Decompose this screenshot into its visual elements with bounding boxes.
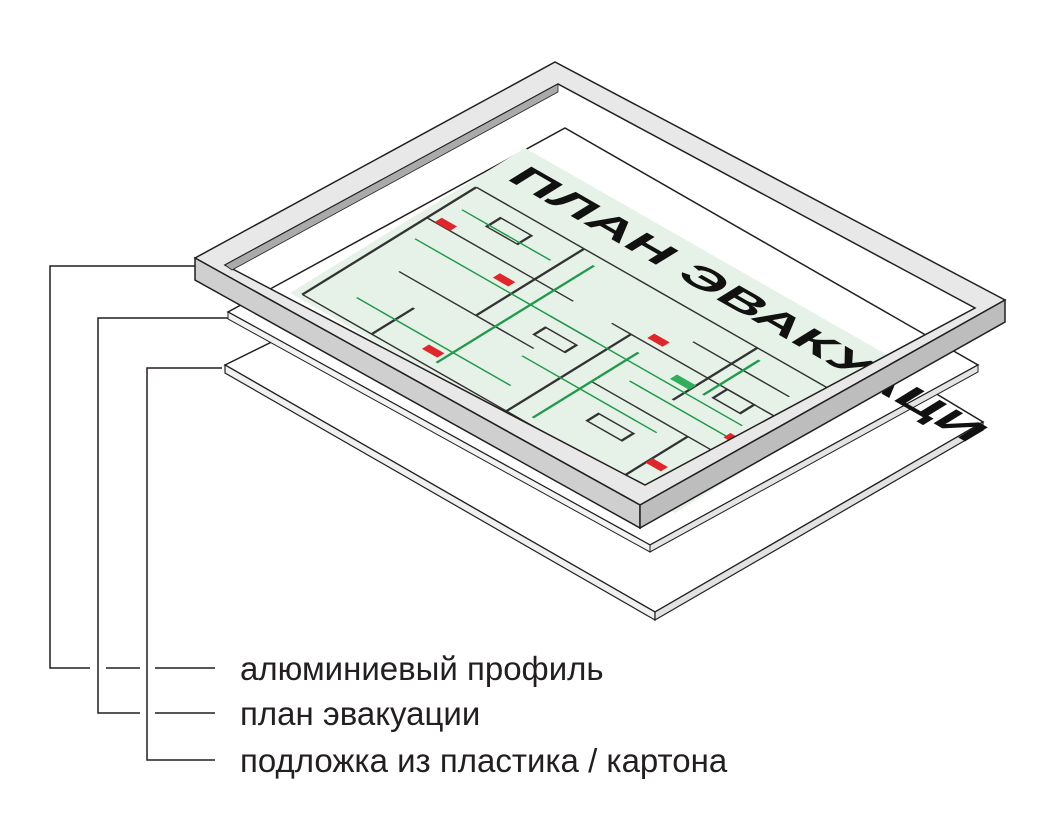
leader-lines — [49, 265, 228, 761]
aluminium-frame — [193, 61, 1007, 530]
plan-sheet-layer: ПЛАН ЭВАКУАЦИ — [226, 127, 999, 553]
label-substrate: подложка из пластика / картона — [240, 742, 728, 779]
label-evacuation-plan: план эвакуации — [240, 695, 481, 732]
label-aluminium-profile: алюминиевый профиль — [240, 650, 604, 687]
